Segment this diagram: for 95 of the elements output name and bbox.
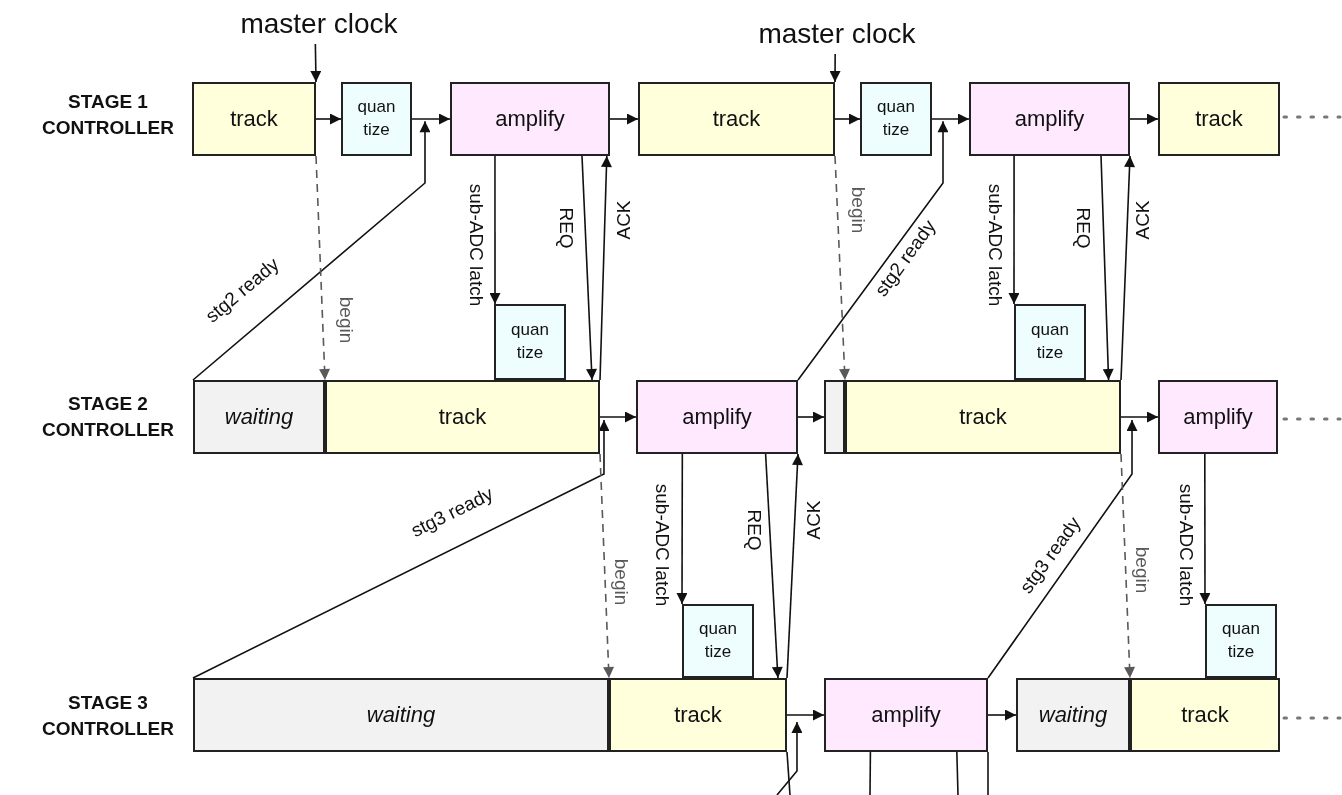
row-label: STAGE 1 CONTROLLER [41, 90, 175, 140]
amplify-box [969, 82, 1130, 156]
arrow [1120, 411, 1159, 423]
quantize-box [860, 82, 932, 156]
track-box [1158, 82, 1280, 156]
dashed-arrow [315, 155, 331, 381]
empty-box [824, 380, 845, 454]
quantize-box [1014, 304, 1086, 380]
box-label: amplify [871, 702, 941, 728]
edge-label: sub-ADC latch [985, 183, 1005, 307]
box-label: track [674, 702, 722, 728]
waiting-box [1016, 678, 1130, 752]
box-label: track [1181, 702, 1229, 728]
quantize-box [1205, 604, 1277, 678]
clock-label: master clock [240, 8, 398, 40]
box-label: quan tize [1222, 618, 1260, 663]
signal-line [869, 751, 872, 795]
arrow [599, 155, 612, 381]
edge-label: REQ [744, 509, 764, 551]
signal-line [987, 751, 989, 795]
arrow [609, 113, 639, 125]
arrow [987, 709, 1017, 721]
box-label: waiting [224, 404, 294, 430]
amplify-box [450, 82, 610, 156]
box-label: track [230, 106, 278, 132]
arrow [987, 419, 1138, 679]
box-label: track [959, 404, 1007, 430]
box-label: amplify [495, 106, 565, 132]
arrow [1129, 113, 1159, 125]
track-box [192, 82, 316, 156]
arrow [786, 453, 803, 679]
box-label: quan tize [511, 319, 549, 364]
box-label: waiting [366, 702, 436, 728]
edge-label: ACK [1132, 200, 1152, 240]
arrow [315, 113, 342, 125]
edge-label: begin [336, 296, 356, 344]
arrow [676, 453, 688, 605]
box-label: waiting [1038, 702, 1108, 728]
dashed-arrow [834, 155, 850, 381]
arrow [764, 453, 783, 679]
box-label: amplify [1014, 106, 1085, 132]
edge-label: begin [1132, 546, 1152, 594]
quantize-box [682, 604, 754, 678]
clock-label: master clock [758, 18, 916, 50]
edge-label: sub-ADC latch [466, 183, 486, 307]
arrow [1199, 453, 1211, 605]
signal-line [956, 751, 959, 795]
edge-label: REQ [556, 207, 576, 249]
arrow [489, 155, 501, 305]
edge-label: REQ [1073, 207, 1093, 249]
edge-label: ACK [613, 200, 633, 240]
arrow [1008, 155, 1020, 305]
edge-label: sub-ADC latch [1176, 483, 1196, 607]
arrow [829, 53, 841, 83]
arrow [1120, 155, 1136, 381]
arrow [797, 120, 949, 381]
edge-label: sub-ADC latch [652, 483, 672, 607]
arrow [797, 411, 825, 423]
arrow [411, 113, 451, 125]
box-label: quan tize [1031, 319, 1069, 364]
arrow [581, 155, 598, 381]
box-label: track [712, 106, 761, 132]
arrow [192, 120, 431, 381]
amplify-box [824, 678, 988, 752]
arrow [931, 113, 970, 125]
edge-label: begin [848, 186, 868, 234]
box-label: quan tize [357, 96, 396, 141]
row-label: STAGE 2 CONTROLLER [41, 392, 175, 442]
dashed-arrow [599, 453, 615, 679]
waiting-box [193, 380, 325, 454]
edge-label: begin [611, 558, 631, 606]
arrow [599, 411, 637, 423]
edge-label: stg3 ready [408, 483, 496, 541]
box-label: amplify [1183, 404, 1253, 430]
box-label: track [1195, 106, 1243, 132]
box-label: quan tize [699, 618, 737, 663]
arrow [786, 709, 825, 721]
box-label: amplify [682, 404, 752, 430]
arrow [834, 113, 861, 125]
box-label: quan tize [877, 96, 915, 141]
box-label: track [438, 404, 487, 430]
dashed-arrow [1120, 453, 1136, 679]
quantize-box [341, 82, 412, 156]
arrow [776, 721, 803, 795]
edge-label: ACK [803, 500, 823, 540]
row-label: STAGE 3 CONTROLLER [41, 691, 175, 741]
arrow [310, 43, 322, 83]
amplify-box [1158, 380, 1278, 454]
waiting-box [193, 678, 609, 752]
track-box [638, 82, 835, 156]
quantize-box [494, 304, 566, 380]
signal-line [786, 751, 791, 795]
arrow [1100, 155, 1114, 381]
amplify-box [636, 380, 798, 454]
arrow [192, 419, 610, 679]
